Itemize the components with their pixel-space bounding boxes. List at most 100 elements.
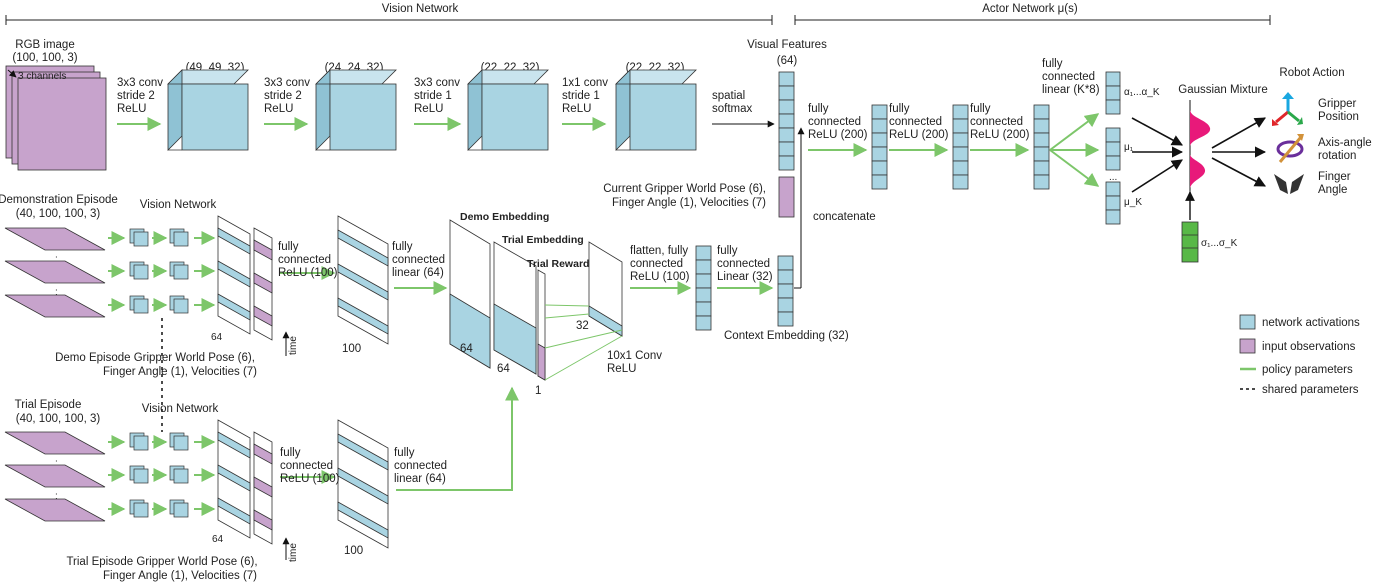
embed-64b-label: 64 [497,363,510,375]
demo-episode-dims: (40, 100, 100, 3) [16,208,101,220]
legend-policy-label: policy parameters [1262,364,1353,376]
trial-fc-linear-label: fully connected linear (64) [394,447,447,485]
demo-fc-linear-label: fully connected linear (64) [392,241,445,279]
demo-fc-slab [337,215,389,345]
trial-frame-dots: : [55,458,58,469]
gripper-position-icon [1272,92,1303,126]
robot-action-title: Robot Action [1279,67,1344,79]
trial-pose-label-2: Finger Angle (1), Velocities (7) [103,570,257,582]
trial-frame-1 [4,431,106,455]
demo-width-label: 64 [211,332,223,343]
svg-text:ReLU: ReLU [414,103,443,115]
rgb-image-dims: (100, 100, 3) [12,52,77,64]
finger-angle-icon [1274,174,1304,194]
flatten-activations [695,245,712,331]
svg-text:3x3 conv: 3x3 conv [117,77,163,89]
mu1-params-column [1105,127,1121,171]
gripper-position-label-1: Gripper [1318,98,1357,110]
gaussian-mixture-plot [1189,100,1211,200]
legend-observations-swatch [1239,338,1256,354]
demo-frame-dots: : [55,254,58,265]
finger-angle-label-1: Finger [1318,171,1351,183]
trial-arrow-fc2 [396,386,519,491]
trial-reward-block [537,269,546,381]
trial-time-label: time [288,543,299,562]
svg-text:connected: connected [278,254,331,266]
svg-text:ReLU: ReLU [264,103,293,115]
demo-vision-network-label: Vision Network [140,199,217,211]
trial-pose-slab [253,431,273,545]
svg-text:fully: fully [278,241,299,253]
svg-text:ReLU (100): ReLU (100) [630,271,690,283]
demo-mini-conv [133,298,149,314]
fc2-activations [952,104,969,190]
svg-text:fully: fully [717,245,738,257]
svg-text:flatten, fully: flatten, fully [630,245,688,257]
legend-activations-label: network activations [1262,317,1360,329]
svg-text:fully: fully [280,447,301,459]
svg-text:fully: fully [889,103,910,115]
svg-text:connected: connected [970,116,1023,128]
trial-pose-label-1: Trial Episode Gripper World Pose (6), [66,556,257,568]
muk-label: μ_K [1124,197,1142,208]
svg-text:ReLU: ReLU [117,103,146,115]
svg-text:fully: fully [808,103,829,115]
svg-text:stride 2: stride 2 [264,90,302,102]
trial-fc-slab [337,419,389,549]
trial-mini-conv [173,435,189,451]
fc-linear-label: fully connected linear (K*8) [1042,58,1100,96]
flatten-label: flatten, fully connected ReLU (100) [630,245,690,283]
svg-text:fully: fully [392,241,413,253]
alpha-params-column [1105,71,1121,115]
demo-mini-conv [173,264,189,280]
svg-text:1x1 conv: 1x1 conv [562,77,608,89]
gaussian-mixture-title: Gaussian Mixture [1178,84,1267,96]
demo-mini-conv [133,264,149,280]
mixture-arrows [1131,117,1184,193]
muk-params-column [1105,181,1121,225]
svg-text:3x3 conv: 3x3 conv [264,77,310,89]
trial-episode-title: Trial Episode [15,399,82,411]
trial-fc-relu-label: fully connected ReLU (100) [280,447,340,485]
context-embedding-label: Context Embedding (32) [724,330,849,342]
demo-100-label: 100 [342,343,361,355]
demo-time-label: time [288,336,299,355]
conv-output-block [588,241,623,337]
trial-embedding-block [493,241,537,375]
vision-network-header: Vision Network [382,3,459,15]
svg-text:connected: connected [889,116,942,128]
fc3-label: fully connected ReLU (200) [970,103,1030,141]
svg-text:fully: fully [1042,58,1063,70]
svg-text:spatial: spatial [712,90,745,102]
action-arrows [1211,117,1267,187]
conv2-block [315,69,397,151]
conv4-label: 1x1 conv stride 1 ReLU [562,77,608,115]
legend-observations-label: input observations [1262,341,1356,353]
legend-activations-swatch [1239,314,1256,330]
svg-text:connected: connected [630,258,683,270]
actor-network-bracket [794,15,1271,25]
embed-1-label: 1 [535,385,541,397]
trial-mini-conv [173,468,189,484]
svg-text:ReLU (100): ReLU (100) [278,267,338,279]
conv2-label: 3x3 conv stride 2 ReLU [264,77,310,115]
trial-row: :: [4,419,389,549]
svg-text:ReLU (200): ReLU (200) [808,129,868,141]
conv4-block [615,69,697,151]
svg-text:softmax: softmax [712,103,753,115]
context-activations [777,255,794,327]
vision-network-bracket [5,15,773,25]
conv-label-2: ReLU [607,363,636,375]
svg-text:connected: connected [1042,71,1095,83]
demo-frame-3 [4,294,106,318]
embed-32-label: 32 [576,320,589,332]
trial-frame-3 [4,498,106,522]
svg-text:fully: fully [970,103,991,115]
fanout-arrows [1049,113,1100,187]
svg-text:fully: fully [394,447,415,459]
demo-frame-1 [4,227,106,251]
channels-label: 3 channels [18,71,66,82]
svg-text:linear (64): linear (64) [394,473,446,485]
context-fc-label: fully connected Linear (32) [717,245,773,283]
